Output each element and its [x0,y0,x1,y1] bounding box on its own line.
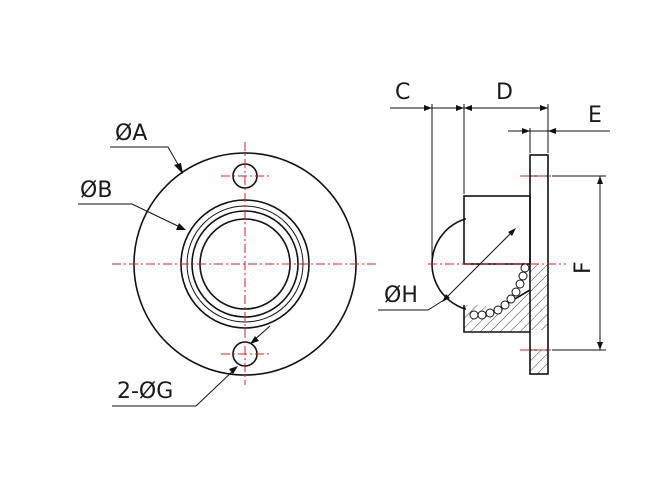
main-ball [431,218,466,310]
label-dim-d: D [496,80,513,105]
arrowhead-f-bottom [597,342,603,350]
label-holes-g: 2-ØG [117,379,173,404]
leader-dia-h [378,299,445,311]
label-dia-h: ØH [384,283,418,308]
arrowhead-holes-g-b [250,336,259,344]
label-dia-a: ØA [115,121,147,146]
arrowhead-d-left [456,105,464,111]
side-view: ØH C D E F [378,80,610,375]
arrowhead-dia-h-top [508,228,516,236]
leader-holes-g [112,367,237,407]
arrowhead-holes-g-a [229,366,238,374]
front-view: ØA ØB 2-ØG [78,121,378,407]
section-hatch [464,264,548,374]
label-dia-b: ØB [80,178,112,203]
arrowhead-dia-b [176,223,186,230]
dia-h-line [443,229,515,301]
label-dim-e: E [588,103,602,128]
leader-dia-b [78,203,183,229]
arrowhead-f-top [597,176,603,184]
arrowhead-e-left [522,128,530,134]
label-dim-c: C [395,80,410,105]
housing-lower-profile [463,305,530,333]
arrowhead-c-left [424,105,432,111]
leader-dia-a [110,146,181,169]
arrowhead-d-right [540,105,548,111]
housing-body [463,195,531,265]
arrowhead-e-right [548,128,556,134]
arrowhead-dia-a [174,163,183,174]
label-dim-f: F [571,261,596,274]
